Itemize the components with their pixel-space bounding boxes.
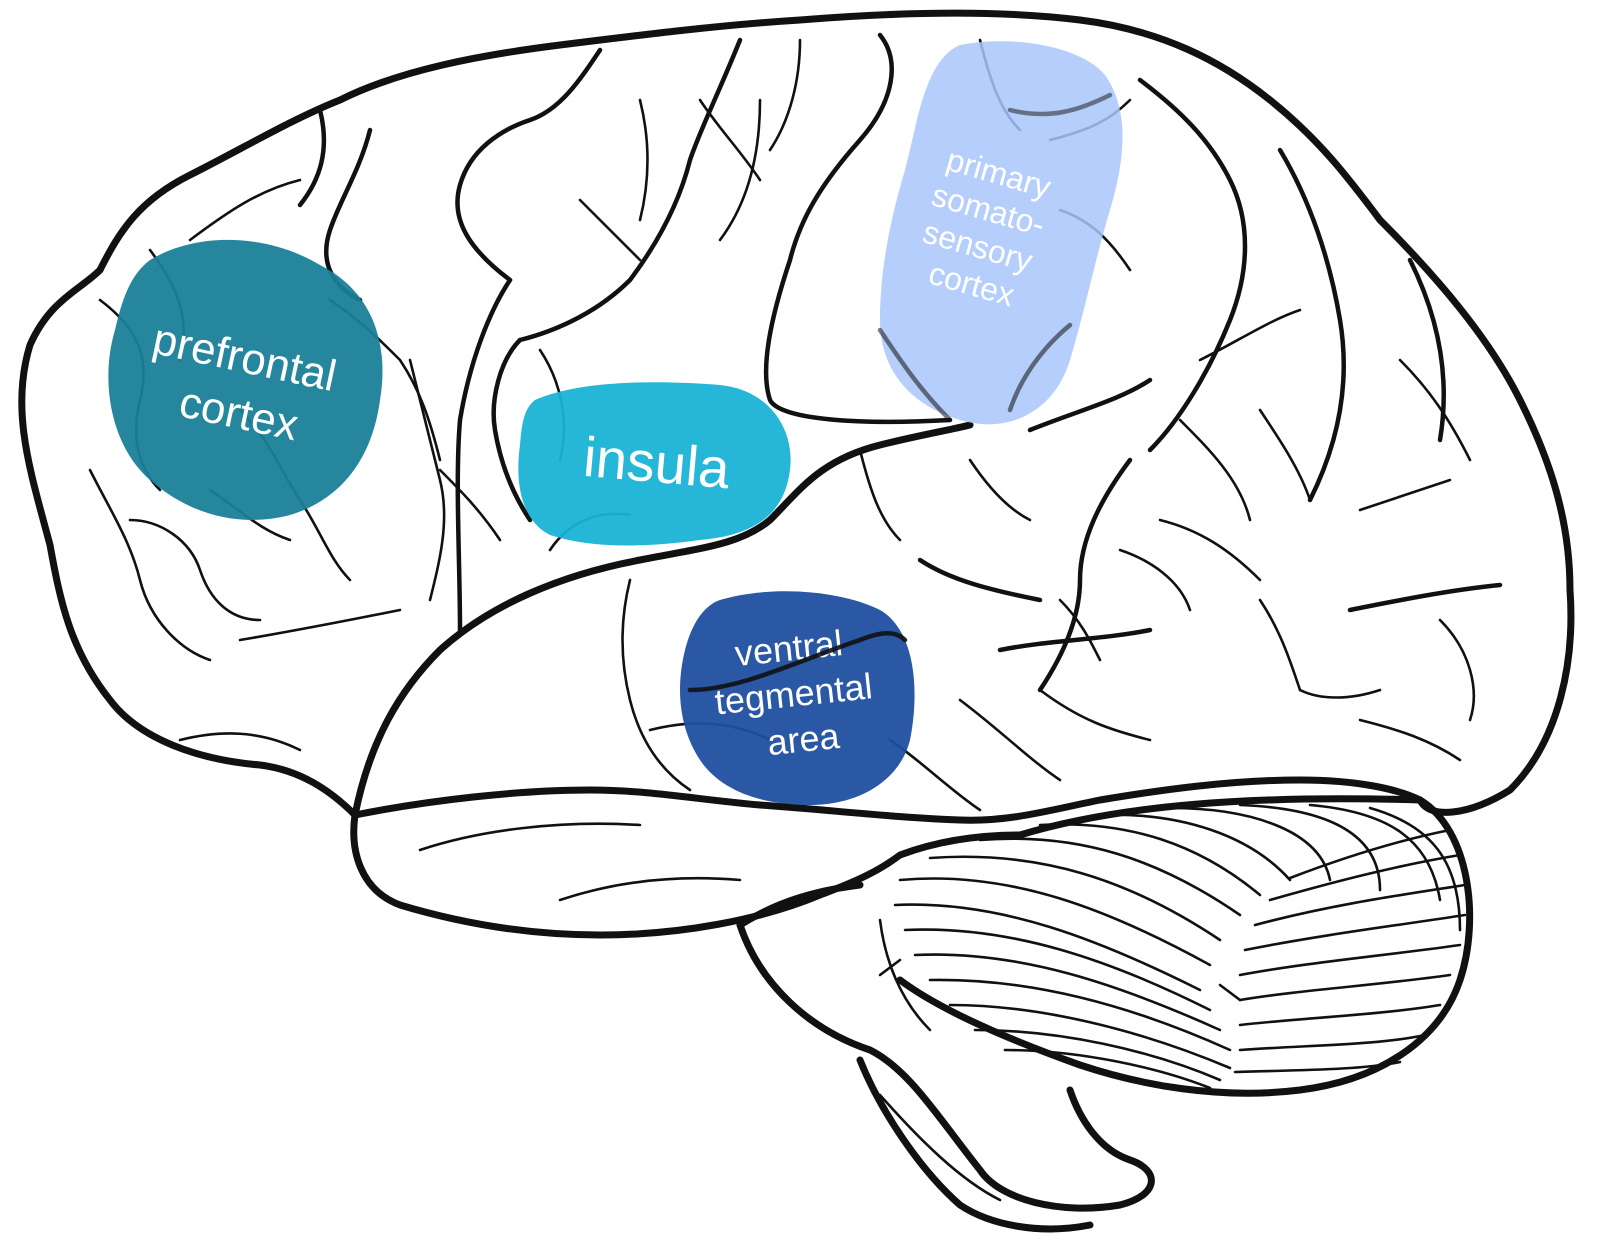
vta-label-line-3: area [765,715,842,763]
overlay-lines [687,92,1113,693]
region-ventral-tegmental-area [680,591,915,805]
brain-illustration [18,9,1575,1233]
region-primary-somatosensory-cortex [880,41,1123,425]
region-insula [518,382,791,546]
region-prefrontal-cortex [108,239,383,520]
insula-label-line-1: insula [581,425,733,501]
cerebral-gyri [297,32,1503,693]
insula-label: insula [581,425,733,501]
cerebellum-folia [878,803,1467,1090]
